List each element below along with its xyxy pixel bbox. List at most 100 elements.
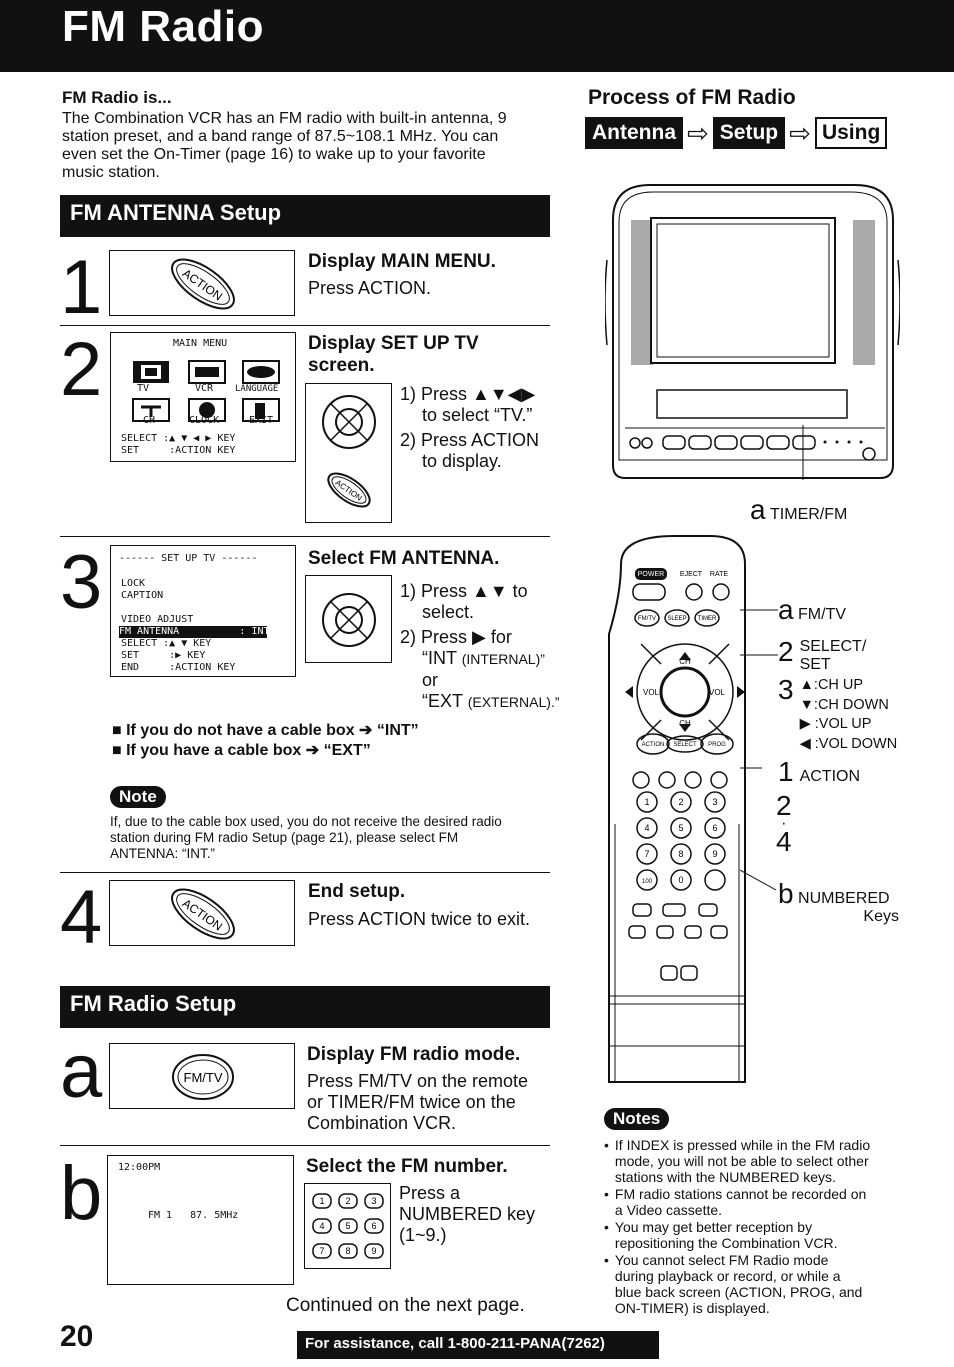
fmtv-button-illustration: FM/TV [109, 1043, 295, 1109]
svg-text:4: 4 [644, 823, 649, 833]
step3-number: 3 [60, 540, 103, 625]
remote-callout-2-4: 2 · 4 [776, 790, 792, 857]
step1-title: Display MAIN MENU. [308, 251, 496, 272]
menu-icon-label-clock: CLOCK [189, 415, 220, 426]
main-menu-title: MAIN MENU [173, 338, 228, 349]
step2-title: Display SET UP TV screen. [308, 333, 479, 376]
svg-text:5: 5 [678, 823, 683, 833]
process-flow: Antenna ⇨ Setup ⇨ Using [585, 117, 888, 149]
action-button-icon: ACTION [171, 258, 235, 310]
fmtv-button-icon: FM/TV [172, 1054, 234, 1100]
svg-text:TIMER: TIMER [698, 616, 717, 622]
svg-text:8: 8 [678, 849, 683, 859]
setup-tv-items: LOCK CAPTION VIDEO ADJUST [121, 578, 194, 625]
vcr-callout-text: TIMER/FM [770, 506, 848, 523]
divider [60, 1145, 550, 1146]
number-keys-illustration: 1 2 3 4 5 6 7 8 9 [304, 1183, 391, 1269]
step-b-title: Select the FM number. [306, 1156, 508, 1177]
process-step-setup: Setup [712, 117, 786, 149]
svg-text:VOL: VOL [709, 688, 726, 697]
title-bar [0, 0, 954, 72]
step-a-text: Press FM/TV on the remote or TIMER/FM tw… [307, 1071, 529, 1133]
svg-text:RATE: RATE [710, 571, 728, 578]
svg-text:9: 9 [371, 1246, 376, 1256]
action-button-illustration: ACTION [109, 880, 295, 946]
svg-text:SLEEP: SLEEP [667, 616, 686, 622]
process-arrow-icon: ⇨ [789, 117, 811, 148]
setup-tv-screen: ------ SET UP TV ------ LOCK CAPTION VID… [110, 545, 296, 677]
svg-text:1: 1 [644, 797, 649, 807]
process-heading: Process of FM Radio [588, 86, 796, 109]
step-b-letter: b [60, 1151, 103, 1236]
svg-text:6: 6 [712, 823, 717, 833]
svg-text:100: 100 [642, 879, 653, 885]
action-button-illustration: ACTION [109, 250, 295, 316]
remote-callout-lines [740, 609, 778, 891]
notes-label: Notes [604, 1108, 670, 1130]
continued-text: Continued on the next page. [286, 1295, 525, 1316]
svg-text:FM/TV: FM/TV [184, 1070, 223, 1085]
cursor-pad-icon [322, 593, 376, 647]
remote-callout-action: 1 ACTION [778, 756, 861, 787]
svg-text:9: 9 [712, 849, 717, 859]
intro-heading: FM Radio is... [62, 88, 172, 107]
svg-text:0: 0 [678, 875, 683, 885]
antenna-section-title: FM ANTENNA Setup [60, 195, 550, 237]
note-text: If, due to the cable box used, you do no… [110, 814, 502, 861]
step-a-title: Display FM radio mode. [307, 1044, 521, 1065]
cable-box-bullets: ■ If you do not have a cable box ➔ “INT”… [112, 722, 419, 759]
vcr-callout: a TIMER/FM [750, 496, 847, 524]
notes-list: •If INDEX is pressed while in the FM rad… [604, 1137, 904, 1316]
note-label: Note [110, 786, 166, 808]
fm-display-screen: 12:00PM FM 1 87. 5MHz [107, 1155, 294, 1285]
remote-callout-select: 2 SELECT/SET [778, 636, 867, 674]
remote-callout-fmtv: a FM/TV [778, 594, 847, 625]
menu-icon-label-exit: EXIT [249, 415, 274, 426]
menu-icon-label-ch: CH [143, 415, 156, 426]
radio-section-title: FM Radio Setup [60, 986, 550, 1028]
svg-text:FM/TV: FM/TV [638, 616, 656, 622]
step2-number: 2 [60, 327, 103, 412]
svg-text:CH: CH [679, 657, 691, 666]
assistance-bar: For assistance, call 1-800-211-PANA(7262… [297, 1331, 659, 1359]
process-step-antenna: Antenna [585, 117, 683, 149]
svg-text:4: 4 [319, 1221, 324, 1231]
setup-tv-title: ------ SET UP TV ------ [119, 553, 258, 564]
svg-text:7: 7 [319, 1246, 324, 1256]
menu-icon-label-language: LANGUAGE [235, 384, 279, 394]
cursor-pad-icon: ACTION [322, 395, 376, 508]
remote-illustration: POWER EJECT RATE FM/TV SLEEP TIMER CH CH… [605, 534, 780, 1086]
step-a-letter: a [60, 1029, 103, 1114]
svg-text:SELECT: SELECT [673, 742, 697, 748]
page-title: FM Radio [62, 2, 264, 51]
menu-icon-label-vcr: VCR [195, 383, 214, 394]
svg-text:8: 8 [345, 1246, 350, 1256]
number-keys-icon: 1 2 3 4 5 6 7 8 9 [312, 1193, 384, 1259]
divider [60, 536, 550, 537]
main-menu-screen: MAIN MENU TV VCR LANGUAGE CH CLOCK EXIT … [110, 332, 296, 462]
cursor-pad-illustration: ACTION [305, 383, 392, 523]
setup-tv-highlight: FM ANTENNA : INT [119, 626, 267, 638]
notes-item: •If INDEX is pressed while in the FM rad… [604, 1137, 871, 1185]
fm-display-time: 12:00PM [118, 1162, 161, 1173]
vcr-illustration [605, 180, 900, 485]
tv-vcr-drawing [605, 184, 900, 480]
step4-number: 4 [60, 875, 103, 960]
svg-text:CH: CH [679, 719, 691, 728]
svg-text:5: 5 [345, 1221, 350, 1231]
step-b-text: Press a NUMBERED key (1~9.) [399, 1183, 536, 1245]
svg-text:1: 1 [319, 1196, 324, 1206]
process-arrow-icon: ⇨ [687, 117, 709, 148]
divider [60, 325, 550, 326]
svg-text:3: 3 [371, 1196, 376, 1206]
step1-text: Press ACTION. [308, 278, 432, 298]
menu-set-line: SET :ACTION KEY [121, 445, 236, 456]
svg-text:7: 7 [644, 849, 649, 859]
process-step-using: Using [814, 117, 888, 149]
step2-instructions: 1) Press ▲▼◀▶ to select “TV.” 2) Press A… [400, 384, 540, 471]
svg-text:VOL: VOL [643, 688, 660, 697]
remote-control-drawing: POWER EJECT RATE FM/TV SLEEP TIMER CH CH… [608, 535, 746, 1083]
step3-instructions: 1) Press ▲▼ to select. 2) Press ▶ for “I… [400, 581, 560, 711]
step4-title: End setup. [308, 881, 406, 902]
